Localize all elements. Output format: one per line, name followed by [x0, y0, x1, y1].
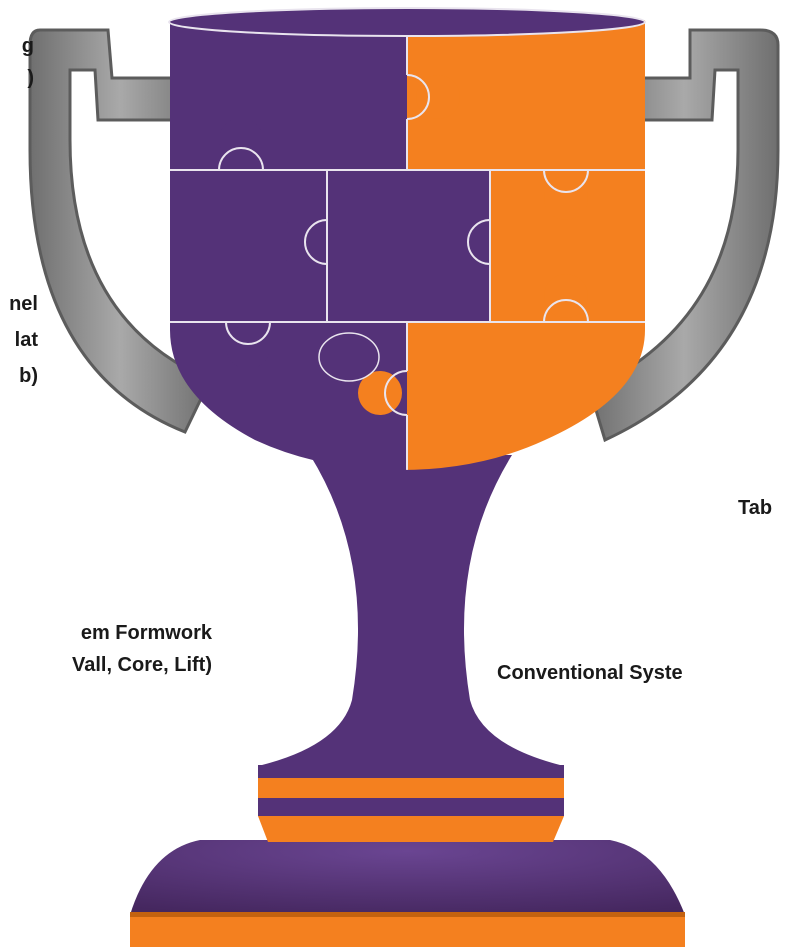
- trophy-stem: [262, 455, 560, 765]
- label-system-formwork: em Formwork Vall, Core, Lift): [71, 622, 212, 676]
- left-handle: [28, 28, 213, 434]
- label-mid-left: nel lat b): [9, 293, 38, 387]
- label-conventional: Conventional Syste: [497, 662, 683, 684]
- label-top-left: g ): [21, 35, 34, 89]
- trophy-base: [130, 840, 685, 947]
- trophy-collar: [258, 765, 564, 842]
- label-table: Tab: [738, 497, 773, 519]
- trophy-cup: [170, 20, 645, 470]
- cup-rim: [168, 7, 646, 37]
